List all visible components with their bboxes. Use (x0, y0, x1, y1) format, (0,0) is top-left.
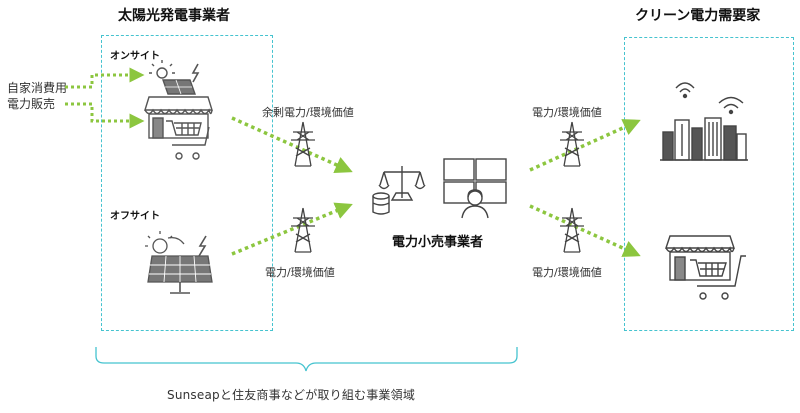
side-note: 自家消費用 電力販売 (7, 80, 67, 112)
to-city-flow-label: 電力/環境価値 (532, 106, 602, 119)
business-scope-brace (95, 347, 518, 372)
side-note-line2: 電力販売 (7, 97, 56, 111)
generator-group-box (101, 35, 273, 331)
surplus-arrow (231, 116, 353, 173)
side-note-arrows (65, 67, 145, 129)
onsite-label: オンサイト (110, 51, 160, 62)
offsite-flow-label: 電力/環境価値 (265, 266, 335, 279)
to-store-arrow (529, 204, 641, 257)
transmission-tower-icon-1 (291, 121, 315, 167)
consumer-group-title: クリーン電力需要家 (635, 8, 761, 24)
offsite-solar-panel-icon (145, 231, 213, 294)
surplus-flow-label: 余剰電力/環境価値 (262, 106, 354, 119)
to-store-flow-label: 電力/環境価値 (532, 266, 602, 279)
business-scope-caption: Sunseapと住友商事などが取り組む事業領域 (167, 388, 416, 402)
consumer-shop-icon (665, 235, 746, 300)
retailer-trading-icon (372, 158, 507, 219)
onsite-shop-solar-icon (144, 60, 213, 160)
transmission-tower-icon-4 (560, 207, 584, 253)
transmission-tower-icon-3 (560, 121, 584, 167)
side-note-line1: 自家消費用 (7, 81, 68, 95)
flow-arrows (231, 116, 641, 257)
offsite-label: オフサイト (110, 211, 160, 222)
to-city-arrow (529, 119, 641, 172)
offsite-arrow (231, 202, 353, 256)
generator-group-title: 太陽光発電事業者 (118, 8, 230, 24)
transmission-tower-icon-2 (291, 207, 315, 253)
retailer-label: 電力小売事業者 (392, 235, 484, 250)
consumer-group-box (624, 37, 794, 331)
city-buildings-icon (660, 82, 748, 161)
